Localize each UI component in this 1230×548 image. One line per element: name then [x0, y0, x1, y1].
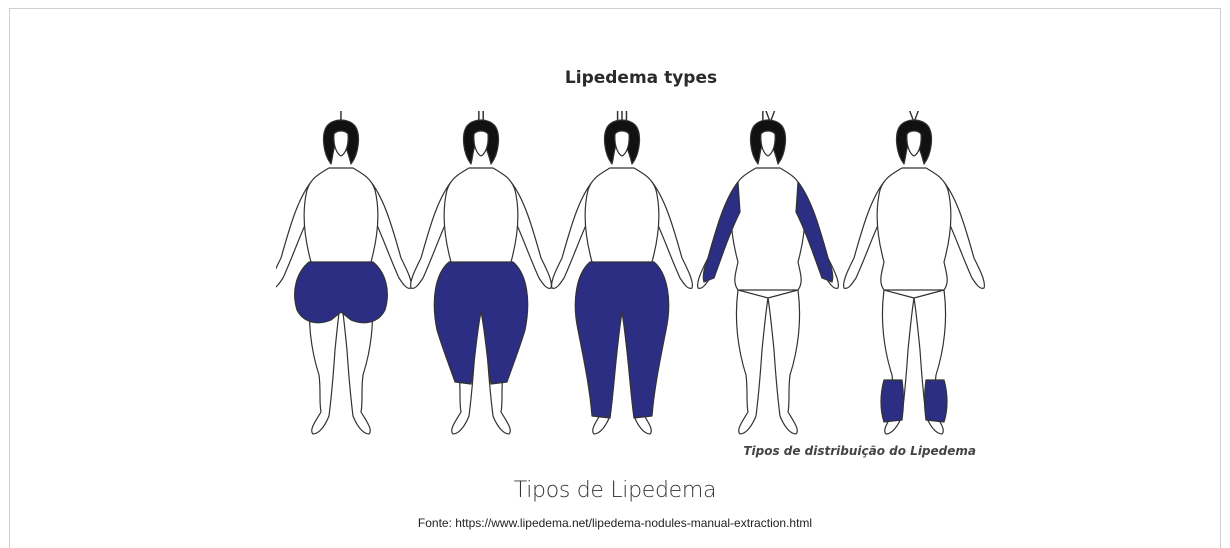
lipedema-types-figure: Lipedema types I II III IV V Tipos de di… [276, 50, 1006, 470]
torso [731, 168, 805, 290]
affected-region [881, 380, 947, 422]
torso [877, 168, 951, 290]
body-figure-2 [411, 120, 552, 434]
body-figure-4 [698, 120, 839, 434]
left-leg [736, 290, 768, 434]
inner-caption: Tipos de distribuição do Lipedema [743, 444, 976, 458]
body-figure-3 [552, 120, 693, 434]
face [474, 131, 488, 156]
figure-caption: Tipos de Lipedema [0, 478, 1230, 503]
body-figure-1 [276, 120, 411, 434]
face [907, 131, 921, 156]
figure-illustrations [276, 50, 1006, 450]
face [761, 131, 775, 156]
right-leg [768, 290, 800, 434]
affected-region [575, 262, 668, 418]
face [334, 131, 348, 156]
affected-region [434, 262, 527, 384]
affected-region [295, 262, 388, 323]
face [615, 131, 629, 156]
source-citation: Fonte: https://www.lipedema.net/lipedema… [0, 516, 1230, 530]
body-figure-5 [844, 120, 985, 434]
